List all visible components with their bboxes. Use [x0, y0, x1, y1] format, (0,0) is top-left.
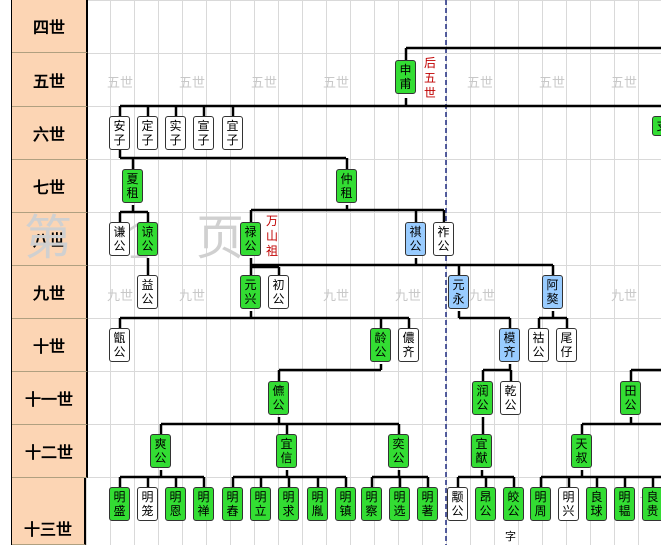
person-node-weizi: 尾 仔	[556, 328, 577, 362]
person-node-mingchun: 明 舂	[222, 487, 243, 521]
note-hou-wu-shi: 后 五 世	[423, 56, 436, 100]
ghost-label: 九世	[610, 289, 637, 304]
person-node-yixian: 宜 猷	[471, 434, 492, 468]
person-node-tianshu: 天 叔	[571, 434, 592, 468]
gen-header-13: 十三世	[12, 478, 86, 545]
gen-header-11: 十一世	[12, 372, 88, 425]
person-node-xiazu: 夏 租	[122, 169, 143, 203]
person-node-qiangong: 乾 公	[500, 381, 521, 415]
person-node-yigong9: 益 公	[137, 275, 158, 309]
person-node-mingcha: 明 察	[361, 487, 382, 521]
watermark-ye: 页	[196, 210, 245, 266]
person-node-anzi: 安 子	[109, 116, 130, 150]
ghost-label: 五世	[322, 76, 349, 91]
person-node-rungong: 润 公	[472, 381, 493, 415]
person-node-mingxuan: 明 选	[389, 487, 410, 521]
person-node-shen: 申 甫	[395, 60, 416, 94]
person-node-yizi: 宜 子	[222, 116, 243, 150]
person-node-shizi: 实 子	[165, 116, 186, 150]
person-node-liangsi: 良 贵	[642, 487, 661, 521]
person-node-mingzhu: 明 著	[417, 487, 438, 521]
person-node-mingqiu: 明 求	[278, 487, 299, 521]
note-wanshan-zu: 万 山 祖	[265, 214, 278, 258]
person-node-zuogong: 祚 公	[433, 222, 454, 256]
gen-header-5: 五世	[12, 53, 88, 107]
person-node-axi: 阿 獒	[542, 275, 563, 309]
person-node-anggong: 昂 公	[475, 487, 496, 521]
person-node-yuanyong: 元 永	[448, 275, 469, 309]
ghost-label: 五世	[610, 76, 637, 91]
person-node-shuanggong: 爽 公	[150, 434, 171, 468]
person-node-gugong: 祜 公	[528, 328, 549, 362]
person-node-qigong: 祺 公	[405, 222, 426, 256]
person-node-g6right: 支	[652, 116, 661, 136]
person-node-mingli: 明 立	[250, 487, 271, 521]
person-node-cigong: 甑 公	[109, 328, 130, 362]
gen-header-10: 十世	[12, 319, 88, 372]
person-node-mingsheng: 明 盛	[109, 487, 130, 521]
ghost-label: 九世	[394, 289, 421, 304]
person-node-moqi: 模 齐	[499, 328, 520, 362]
person-node-mingsui: 明 胤	[307, 487, 328, 521]
person-node-lianggong: 谅 公	[137, 222, 158, 256]
gen-header-6: 六世	[12, 107, 88, 160]
person-node-yuanxing: 元 兴	[240, 275, 261, 309]
person-node-dingzi: 定 子	[137, 116, 158, 150]
person-node-mingxi: 明 韫	[614, 487, 635, 521]
gen-header-7: 七世	[12, 160, 88, 213]
ghost-label: 九世	[106, 289, 133, 304]
person-node-yixin: 宜 信	[276, 434, 297, 468]
cut-off-char: 字	[505, 530, 516, 543]
person-node-tiangong: 田 公	[620, 381, 641, 415]
ghost-label: 九世	[178, 289, 205, 304]
person-node-linggong: 龄 公	[370, 328, 391, 362]
ghost-label: 九世	[468, 289, 495, 304]
person-node-mingzhen: 明 镇	[335, 487, 356, 521]
ghost-label: 五世	[538, 76, 565, 91]
person-node-liangong: 谦 公	[109, 222, 130, 256]
person-node-mingxing: 明 兴	[558, 487, 579, 521]
person-node-yonggong: 颙 公	[447, 487, 468, 521]
ghost-label: 五世	[106, 76, 133, 91]
gen-header-4: 四世	[12, 0, 88, 53]
person-node-nongqi: 儂 齐	[398, 328, 419, 362]
person-node-lugong: 禄 公	[240, 222, 261, 256]
person-node-chugong: 初 公	[268, 275, 289, 309]
ghost-label: 五世	[250, 76, 277, 91]
person-node-yigong11: 儦 公	[268, 381, 289, 415]
ghost-label: 九世	[322, 289, 349, 304]
person-node-jiaogong: 皎 公	[503, 487, 524, 521]
gen-header-8: 八世	[12, 213, 88, 266]
person-node-mingchan: 明 禅	[193, 487, 214, 521]
ghost-label: 五世	[178, 76, 205, 91]
person-node-minglong: 明 笼	[137, 487, 158, 521]
watermark-di: 第	[24, 210, 73, 266]
person-node-liangqiu: 良 球	[586, 487, 607, 521]
person-node-zhongzu: 仲 租	[336, 169, 357, 203]
gen-header-12: 十二世	[12, 425, 88, 478]
gen-header-9: 九世	[12, 266, 88, 319]
person-node-xuanzi: 宣 子	[193, 116, 214, 150]
ghost-label: 五世	[466, 76, 493, 91]
person-node-mingzhou: 明 周	[530, 487, 551, 521]
person-node-yigong12: 奕 公	[388, 434, 409, 468]
person-node-mingen: 明 恩	[165, 487, 186, 521]
